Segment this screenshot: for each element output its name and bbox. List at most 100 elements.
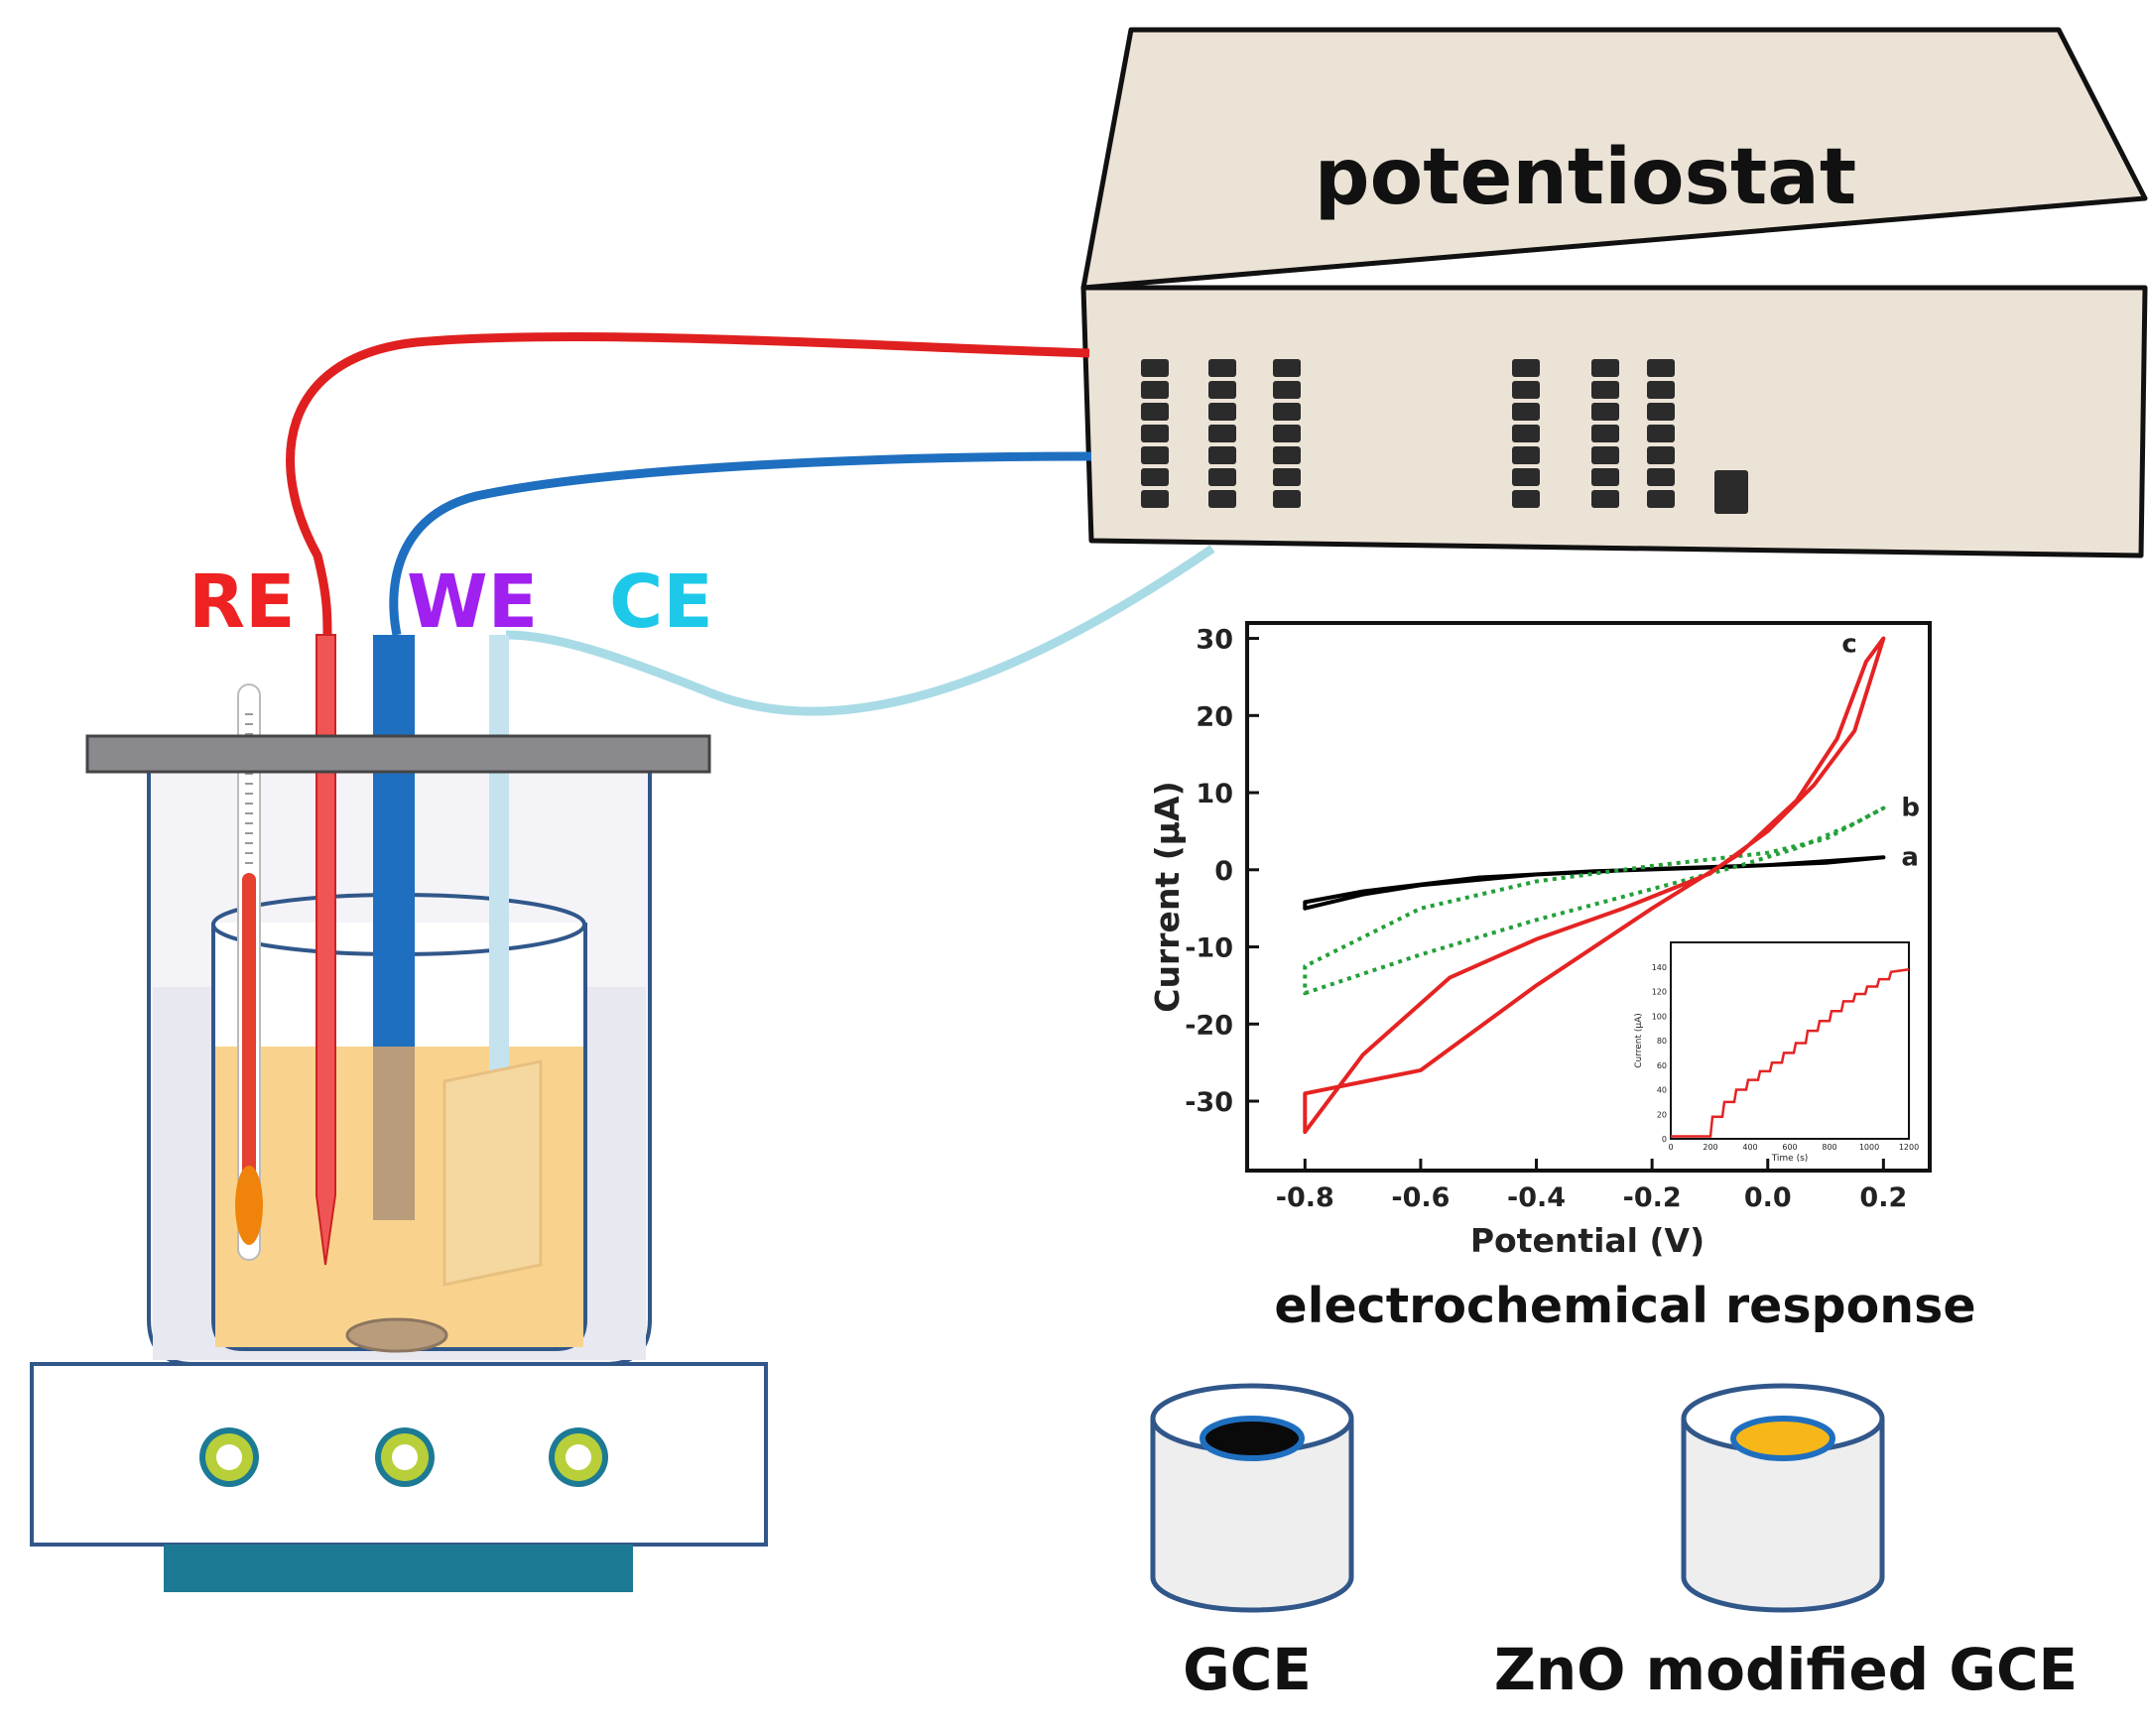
y-tick-label: 20 (1196, 701, 1233, 732)
electrochemical-cell (30, 634, 768, 1592)
inset-x-tick-label: 1200 (1899, 1143, 1919, 1152)
display-segment (1208, 359, 1236, 377)
display-segment (1141, 359, 1169, 377)
blue-wire (389, 451, 1092, 636)
working-electrode-top (373, 635, 415, 1052)
display-segment (1647, 359, 1675, 377)
inset-frame (1670, 941, 1910, 1140)
zno-gce-electrode-icon (1681, 1383, 1885, 1613)
inset-y-tick-label: 60 (1657, 1061, 1667, 1070)
inset-x-tick-label: 1000 (1859, 1143, 1879, 1152)
x-tick-label: -0.8 (1276, 1182, 1334, 1213)
chart-series: abc (1303, 630, 1920, 1135)
display-segment (1647, 403, 1675, 421)
display-segment (1208, 403, 1236, 421)
y-tick-label: 10 (1196, 779, 1233, 809)
display-segment (1273, 381, 1301, 399)
inset-x-tick-label: 400 (1742, 1143, 1757, 1152)
display-segment (1512, 490, 1540, 508)
inset-y-axis-title: Current (μA) (1634, 1013, 1644, 1068)
hot-plate-knob (549, 1427, 608, 1487)
series-label-c: c (1841, 630, 1856, 660)
display-segment (1273, 403, 1301, 421)
display-segment (1512, 381, 1540, 399)
x-tick-label: -0.4 (1507, 1182, 1566, 1213)
x-tick-label: 0.0 (1744, 1182, 1792, 1213)
we-label: WE (407, 559, 538, 645)
display-segment (1273, 359, 1301, 377)
re-label: RE (189, 559, 296, 645)
inset-y-tick-label: 20 (1657, 1110, 1667, 1119)
inset-y-tick-label: 40 (1657, 1086, 1667, 1095)
series-line-a (1303, 855, 1886, 911)
display-segment (1208, 446, 1236, 464)
display-segment (1647, 446, 1675, 464)
display-segment (1512, 425, 1540, 442)
hot-plate-knob (199, 1427, 259, 1487)
display-segment (1273, 490, 1301, 508)
y-tick-label: 0 (1214, 856, 1233, 887)
display-segment (1647, 490, 1675, 508)
y-tick-label: -10 (1185, 933, 1233, 964)
display-segment (1141, 403, 1169, 421)
display-segment (1208, 490, 1236, 508)
x-axis-title: Potential (V) (1470, 1221, 1705, 1260)
reference-electrode (316, 634, 336, 1266)
hot-plate-knob (375, 1427, 435, 1487)
display-segment (1141, 446, 1169, 464)
display-dot (1714, 470, 1748, 514)
zno-gce-label: ZnO modified GCE (1494, 1636, 2078, 1703)
potentiostat-box: potentiostat (1080, 27, 2148, 558)
display-segment (1512, 468, 1540, 486)
display-segment (1141, 468, 1169, 486)
gce-label: GCE (1183, 1636, 1312, 1703)
gce-electrode-icon (1150, 1383, 1354, 1613)
inset-y-tick-label: 140 (1652, 963, 1667, 972)
display-segment (1512, 446, 1540, 464)
inset-y-tick-label: 100 (1652, 1012, 1667, 1021)
response-caption: electrochemical response (1274, 1278, 1975, 1334)
inset-series-line (1671, 967, 1910, 1138)
series-label-a: a (1901, 842, 1919, 872)
series-line-b (1303, 806, 1886, 996)
gce-surface (1200, 1416, 1305, 1461)
y-tick-label: 30 (1196, 625, 1233, 656)
y-axis-title: Current (μA) (1148, 781, 1187, 1012)
display-segment (1141, 490, 1169, 508)
inset-y-tick-label: 0 (1662, 1135, 1667, 1144)
counter-electrode-rod (489, 635, 509, 1101)
x-tick-label: -0.6 (1391, 1182, 1450, 1213)
thermometer-column (242, 873, 256, 1200)
cell-lid (85, 734, 711, 774)
display-segment (1647, 468, 1675, 486)
potentiostat-front-face (1080, 285, 2148, 558)
inset-x-tick-label: 200 (1703, 1143, 1717, 1152)
inset-x-tick-label: 0 (1668, 1143, 1673, 1152)
y-tick-label: -30 (1185, 1087, 1233, 1118)
display-segment (1273, 446, 1301, 464)
display-segment (1591, 403, 1619, 421)
zno-surface (1730, 1416, 1835, 1461)
potentiostat-label: potentiostat (1315, 133, 1856, 222)
hot-plate-base (164, 1545, 633, 1592)
display-segment (1208, 468, 1236, 486)
display-segment (1141, 381, 1169, 399)
display-segment (1208, 381, 1236, 399)
display-segment (1591, 381, 1619, 399)
display-segment (1647, 381, 1675, 399)
display-segment (1141, 425, 1169, 442)
red-wire (286, 332, 1090, 636)
working-electrode-bottom (373, 1047, 415, 1220)
y-tick-label: -20 (1185, 1010, 1233, 1041)
potentiostat-top-face (1080, 27, 2148, 291)
display-segment (1208, 425, 1236, 442)
display-segment (1591, 490, 1619, 508)
inset-series (1671, 967, 1910, 1138)
x-tick-label: -0.2 (1623, 1182, 1682, 1213)
ce-label: CE (609, 559, 713, 645)
display-segment (1591, 468, 1619, 486)
